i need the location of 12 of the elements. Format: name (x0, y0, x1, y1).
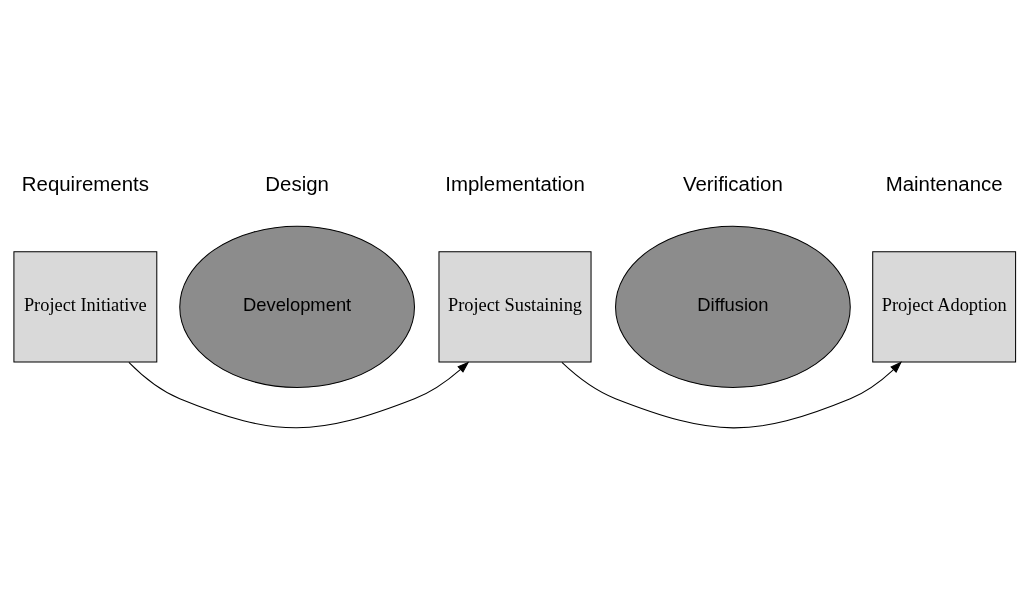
node-box: Project Initiative (13, 250, 158, 362)
node-ellipse: Development (179, 225, 415, 388)
label: Design (265, 172, 329, 195)
label: Maintenance (885, 172, 1003, 195)
node-box: Project Adoption (872, 250, 1017, 362)
label: Requirements (21, 172, 149, 195)
label: Verification (682, 172, 783, 195)
arrow (128, 360, 470, 428)
node-box: Project Sustaining (438, 250, 592, 362)
label: Implementation (445, 172, 585, 195)
node-ellipse: Diffusion (615, 225, 851, 388)
arrow (561, 360, 903, 428)
